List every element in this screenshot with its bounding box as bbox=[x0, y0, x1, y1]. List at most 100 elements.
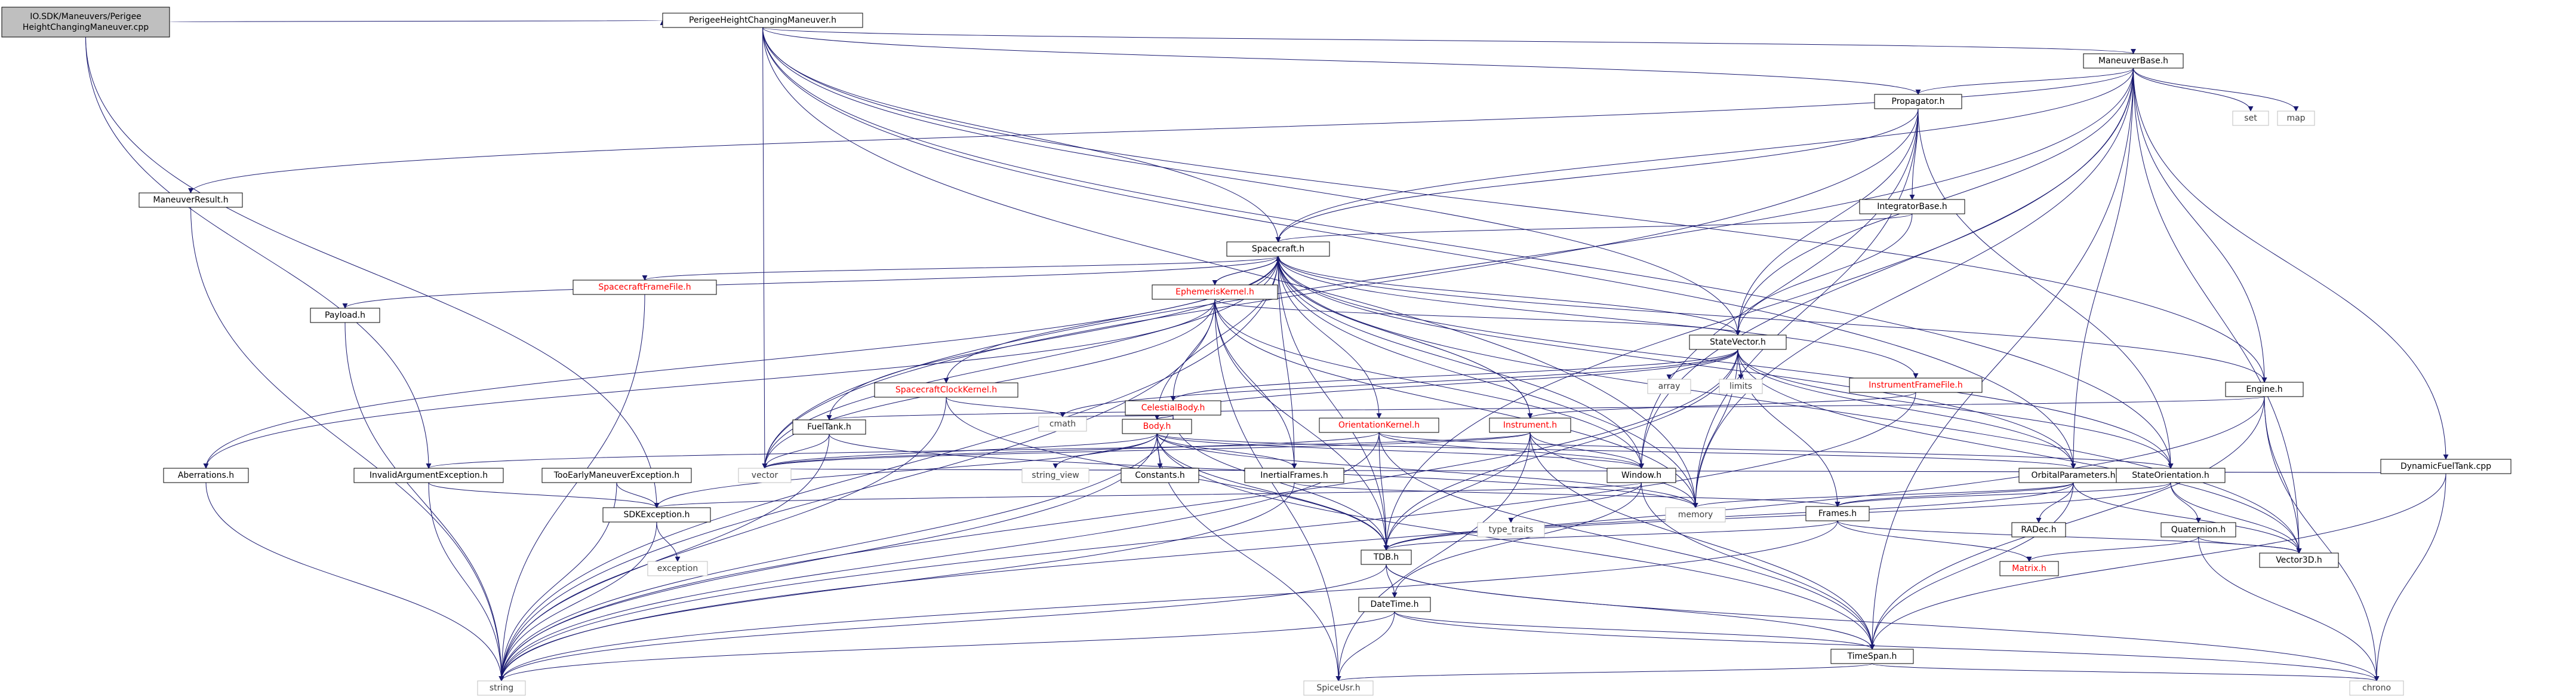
edge-body-to-string bbox=[498, 433, 1158, 681]
node-v3d[interactable]: Vector3D.h bbox=[2259, 552, 2339, 568]
edge-win-to-ts bbox=[1641, 482, 1875, 650]
edge-phcm-to-eng bbox=[762, 27, 2267, 383]
edge-sc-to-ok bbox=[1278, 256, 1382, 419]
node-ft[interactable]: FuelTank.h bbox=[792, 419, 866, 435]
node-sv[interactable]: StateVector.h bbox=[1689, 334, 1787, 350]
edge-ek-to-win bbox=[1214, 299, 1644, 469]
node-box-ek bbox=[1152, 284, 1278, 300]
node-so[interactable]: StateOrientation.h bbox=[2116, 468, 2226, 483]
node-phcm[interactable]: PerigeeHeightChangingManeuver.h bbox=[662, 13, 863, 28]
node-label-pl: Payload.h bbox=[325, 311, 365, 320]
node-box-mb bbox=[2083, 53, 2184, 69]
node-tdb[interactable]: TDB.h bbox=[1361, 549, 1412, 565]
node-label-memory: memory bbox=[1678, 510, 1713, 520]
edge-body-to-ts bbox=[1156, 433, 1875, 650]
edge-sv-to-cmath bbox=[1060, 349, 1738, 417]
node-label-sdke: SDKException.h bbox=[623, 510, 690, 520]
node-label-op: OrbitalParameters.h bbox=[2032, 471, 2116, 480]
node-root[interactable]: IO.SDK/Maneuvers/PerigeeHeightChangingMa… bbox=[1, 7, 170, 38]
edge-ek-to-sv bbox=[1214, 299, 1741, 336]
edge-ek-to-memory bbox=[1214, 299, 1698, 508]
edge-sc-to-tdb bbox=[1278, 256, 1389, 551]
node-quat[interactable]: Quaternion.h bbox=[2160, 522, 2236, 538]
node-sck[interactable]: SpacecraftClockKernel.h bbox=[874, 382, 1018, 398]
edge-prop-to-win bbox=[1639, 108, 1919, 469]
node-inf[interactable]: InertialFrames.h bbox=[1244, 468, 1344, 483]
edge-ab-to-string bbox=[205, 482, 504, 681]
node-iae[interactable]: InvalidArgumentException.h bbox=[353, 468, 504, 483]
edge-root-to-iae bbox=[85, 36, 432, 469]
edge-ft-to-vector bbox=[762, 434, 830, 469]
node-set: set bbox=[2232, 110, 2269, 126]
node-ts[interactable]: TimeSpan.h bbox=[1830, 649, 1914, 664]
node-body[interactable]: Body.h bbox=[1122, 419, 1192, 434]
node-box-tem bbox=[541, 468, 692, 483]
node-array: array bbox=[1647, 379, 1691, 394]
edge-mb-to-memory bbox=[1692, 67, 2134, 508]
node-mr[interactable]: ManeuverResult.h bbox=[139, 192, 243, 208]
node-label-so: StateOrientation.h bbox=[2132, 471, 2209, 480]
node-prop[interactable]: Propagator.h bbox=[1874, 94, 1962, 109]
node-chrono: chrono bbox=[2349, 680, 2404, 696]
node-box-cmath bbox=[1038, 416, 1087, 432]
edge-sc-to-pl bbox=[342, 256, 1279, 309]
edge-inst-to-spice bbox=[1335, 432, 1531, 681]
node-box-chrono bbox=[2349, 680, 2404, 696]
node-label-tdb: TDB.h bbox=[1373, 552, 1399, 562]
node-ok[interactable]: OrientationKernel.h bbox=[1319, 417, 1439, 433]
edge-sv-to-frames bbox=[1737, 349, 1841, 507]
edge-win-to-dt bbox=[1392, 482, 1642, 598]
node-mat[interactable]: Matrix.h bbox=[1999, 561, 2059, 576]
node-tem[interactable]: TooEarlyManeuverException.h bbox=[541, 468, 692, 483]
node-ib[interactable]: IntegratorBase.h bbox=[1859, 199, 1965, 214]
node-scff[interactable]: SpacecraftFrameFile.h bbox=[573, 280, 717, 295]
node-win[interactable]: Window.h bbox=[1606, 468, 1676, 483]
edge-ok-to-ts bbox=[1378, 432, 1875, 650]
node-label-quat: Quaternion.h bbox=[2171, 525, 2226, 535]
edge-sv-to-string bbox=[498, 349, 1738, 681]
node-radec[interactable]: RADec.h bbox=[2011, 522, 2066, 538]
node-box-quat bbox=[2160, 522, 2236, 538]
node-map: map bbox=[2277, 110, 2315, 126]
edge-ek-to-spice bbox=[1214, 299, 1341, 681]
node-const[interactable]: Constants.h bbox=[1121, 468, 1199, 483]
node-mb[interactable]: ManeuverBase.h bbox=[2083, 53, 2184, 69]
node-box-vector bbox=[738, 468, 792, 483]
node-box-radec bbox=[2011, 522, 2066, 538]
node-box-limits bbox=[1719, 379, 1763, 394]
node-op[interactable]: OrbitalParameters.h bbox=[2018, 468, 2128, 483]
node-box-pl bbox=[310, 308, 380, 323]
node-vector: vector bbox=[738, 468, 792, 483]
node-ift[interactable]: InstrumentFrameFile.h bbox=[1849, 377, 1983, 393]
edge-phcm-to-sv bbox=[762, 27, 1741, 336]
node-label-sv: StateVector.h bbox=[1710, 337, 1766, 347]
node-pl[interactable]: Payload.h bbox=[310, 308, 380, 323]
edge-so-to-tdb bbox=[1383, 482, 2171, 551]
node-sdke[interactable]: SDKException.h bbox=[602, 507, 711, 523]
node-box-v3d bbox=[2259, 552, 2339, 568]
edge-sc-to-string bbox=[498, 256, 1279, 681]
node-dt[interactable]: DateTime.h bbox=[1358, 597, 1431, 612]
node-label-ab: Aberrations.h bbox=[178, 471, 234, 480]
node-label-map: map bbox=[2286, 113, 2305, 123]
edge-eng-to-ft bbox=[827, 396, 2265, 420]
node-box-string bbox=[477, 680, 526, 696]
edge-ok-to-vector bbox=[762, 432, 1380, 469]
node-label-eng: Engine.h bbox=[2246, 385, 2282, 394]
node-box-win bbox=[1606, 468, 1676, 483]
edge-win-to-sdke bbox=[654, 482, 1642, 508]
node-sc[interactable]: Spacecraft.h bbox=[1226, 241, 1330, 257]
edge-inst-to-tdb bbox=[1383, 432, 1531, 551]
node-eng[interactable]: Engine.h bbox=[2225, 382, 2304, 397]
edge-prop-to-so bbox=[1918, 108, 2174, 469]
node-ek[interactable]: EphemerisKernel.h bbox=[1152, 284, 1278, 300]
node-cb[interactable]: CelestialBody.h bbox=[1125, 400, 1221, 416]
node-inst[interactable]: Instrument.h bbox=[1489, 417, 1571, 433]
node-box-cb bbox=[1125, 400, 1221, 416]
node-ab[interactable]: Aberrations.h bbox=[163, 468, 249, 483]
edge-frames-to-string bbox=[498, 520, 1838, 681]
edge-sv-to-array bbox=[1666, 349, 1738, 380]
node-frames[interactable]: Frames.h bbox=[1805, 506, 1870, 521]
node-dft[interactable]: DynamicFuelTank.cpp bbox=[2380, 459, 2512, 474]
